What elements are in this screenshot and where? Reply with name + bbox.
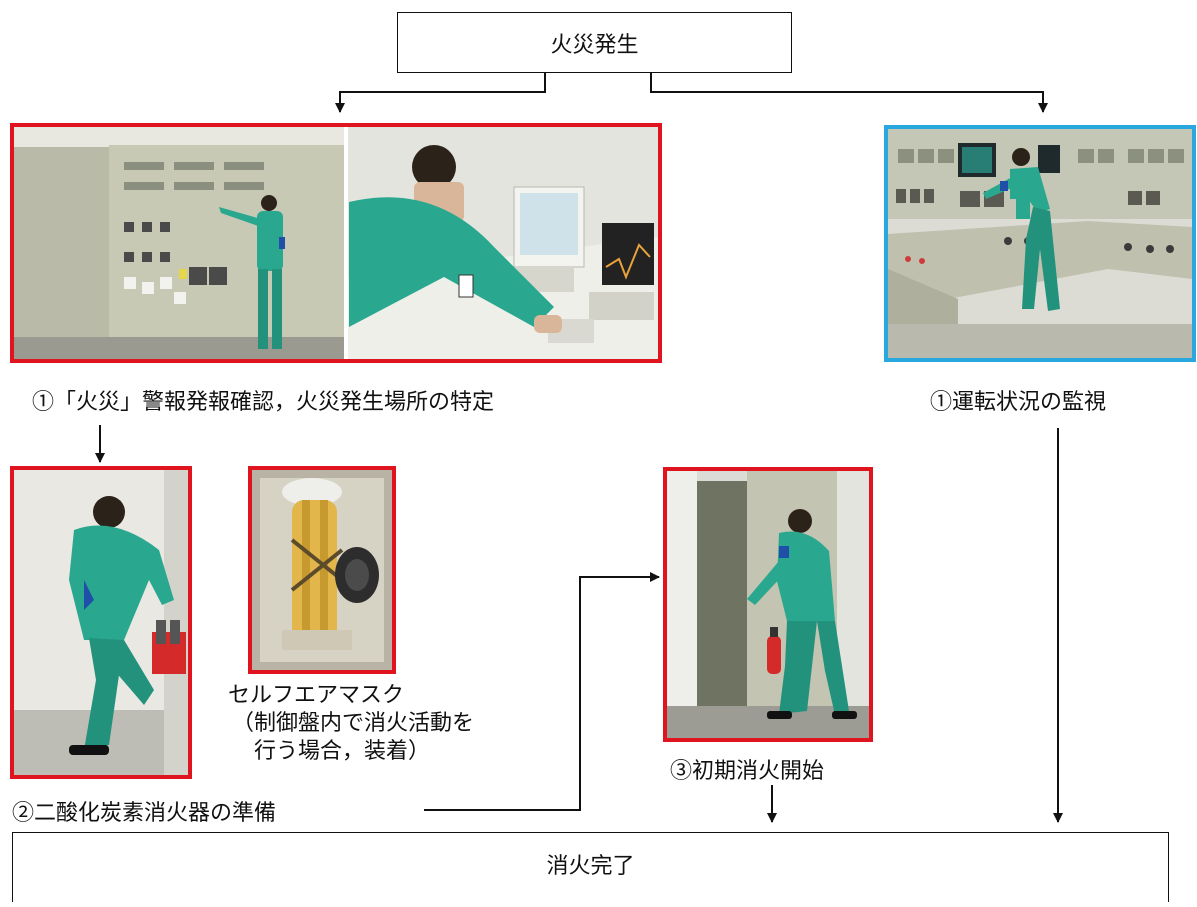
caption-scba: セルフエアマスク （制御盤内で消火活動を 行う場合，装着） xyxy=(228,682,474,766)
start-node-fire-outbreak: 火災発生 xyxy=(397,12,792,73)
photo-self-contained-breathing-apparatus xyxy=(248,466,396,674)
caption-co2-extinguisher-prep: ②二酸化炭素消火器の準備 xyxy=(12,801,277,826)
photo-alarm-confirmation xyxy=(10,123,662,363)
caption-scba-note-1: （制御盤内で消火活動を xyxy=(232,711,475,736)
caption-alarm-confirmation: ①「火災」警報発報確認，火災発生場所の特定 xyxy=(32,390,495,415)
arrow-co2-to-extinguish xyxy=(424,572,660,811)
caption-scba-note-2: 行う場合，装着） xyxy=(232,739,431,764)
start-node-label: 火災発生 xyxy=(550,32,639,58)
caption-initial-extinguishing: ③初期消火開始 xyxy=(670,759,825,784)
photo-co2-extinguisher-prep xyxy=(10,466,192,779)
caption-scba-title: セルフエアマスク xyxy=(228,683,405,708)
arrow-start-to-monitor xyxy=(650,73,1048,113)
photo-operation-monitoring xyxy=(884,125,1196,362)
photo-initial-extinguishing xyxy=(663,467,873,742)
caption-operation-monitoring: ①運転状況の監視 xyxy=(930,390,1107,415)
end-node-label: 消火完了 xyxy=(546,853,635,879)
arrow-start-to-alarm xyxy=(335,73,546,113)
end-node-extinguish-complete: 消火完了 xyxy=(12,832,1169,902)
